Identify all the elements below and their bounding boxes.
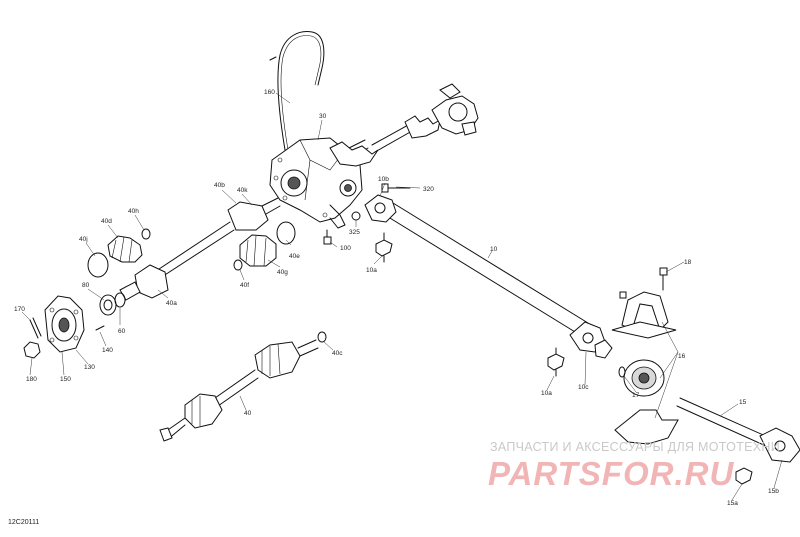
callout-10b: 10b	[378, 176, 389, 183]
cotter-pin-170	[29, 317, 42, 339]
universal-joint-cross-bottom	[547, 347, 565, 377]
clamp-40j	[87, 252, 109, 278]
boot-40g	[239, 234, 277, 267]
callout-325: 325	[349, 229, 360, 236]
watermark-tagline: ЗАПЧАСТИ И АКСЕССУАРЫ ДЛЯ МОТОТЕХНИ	[490, 440, 781, 454]
callout-130: 130	[84, 364, 95, 371]
callout-40h: 40h	[128, 208, 139, 215]
ring-17	[618, 366, 626, 378]
nut-325	[351, 211, 361, 221]
bolt-18	[659, 267, 668, 291]
callout-30: 30	[319, 113, 327, 120]
vent-hose	[269, 31, 325, 151]
callout-10c: 10c	[578, 384, 589, 391]
callout-16: 16	[678, 353, 686, 360]
callout-80: 80	[82, 282, 90, 289]
callout-40f: 40f	[240, 282, 249, 289]
center-bearing	[623, 359, 665, 397]
bracket-lower	[614, 409, 679, 445]
callout-40b: 40b	[214, 182, 225, 189]
callout-labels: 160 30 320 10b 40b 40k 40d 40h 40j 325 1…	[14, 89, 779, 507]
callout-15: 15	[739, 399, 747, 406]
leader-lines	[21, 92, 783, 501]
upper-right-axle	[329, 83, 479, 167]
callout-140: 140	[102, 347, 113, 354]
watermark-logo: PARTSFOR.RU	[488, 455, 735, 492]
propeller-shaft	[364, 194, 613, 359]
left-inner-shaft	[119, 197, 281, 301]
callout-40: 40	[244, 410, 252, 417]
callout-320: 320	[423, 186, 434, 193]
callout-170: 170	[14, 306, 25, 313]
callout-15a: 15a	[727, 500, 738, 507]
callout-40d: 40d	[101, 218, 112, 225]
universal-joint-cross-15a	[735, 467, 753, 485]
callout-15b: 15b	[768, 488, 779, 495]
callout-180: 180	[26, 376, 37, 383]
callout-60: 60	[118, 328, 126, 335]
callout-160: 160	[264, 89, 275, 96]
callout-40c: 40c	[332, 350, 343, 357]
circlip-40c	[317, 331, 327, 343]
callout-40e: 40e	[289, 253, 300, 260]
callout-18: 18	[684, 259, 692, 266]
callout-17: 17	[632, 392, 640, 399]
wheel-hub	[44, 295, 85, 353]
clamp-40f	[233, 259, 243, 271]
diagram-code: 12C20111	[8, 519, 40, 526]
lower-axle	[159, 339, 319, 442]
clamp-40h	[141, 228, 151, 240]
bolt-upper-bracket	[619, 291, 627, 299]
callout-10a-bottom: 10a	[541, 390, 552, 397]
callout-40g: 40g	[277, 269, 288, 276]
callout-150: 150	[60, 376, 71, 383]
callout-10: 10	[490, 246, 498, 253]
stud-140	[95, 325, 105, 331]
bearing-80	[99, 294, 117, 316]
rear-shaft	[676, 397, 800, 463]
callout-40j: 40j	[79, 236, 88, 243]
callout-100: 100	[340, 245, 351, 252]
callout-10a-top: 10a	[366, 267, 377, 274]
bolt-320	[381, 183, 411, 193]
boot-40d	[107, 235, 143, 263]
bolt-100	[323, 229, 332, 245]
bracket-upper	[611, 291, 677, 339]
nut-180	[23, 341, 41, 359]
callout-40k: 40k	[237, 187, 248, 194]
clamp-40e	[276, 221, 296, 245]
callout-40a: 40a	[166, 300, 177, 307]
seal-60	[114, 292, 126, 308]
universal-joint-cross-top	[375, 232, 393, 263]
